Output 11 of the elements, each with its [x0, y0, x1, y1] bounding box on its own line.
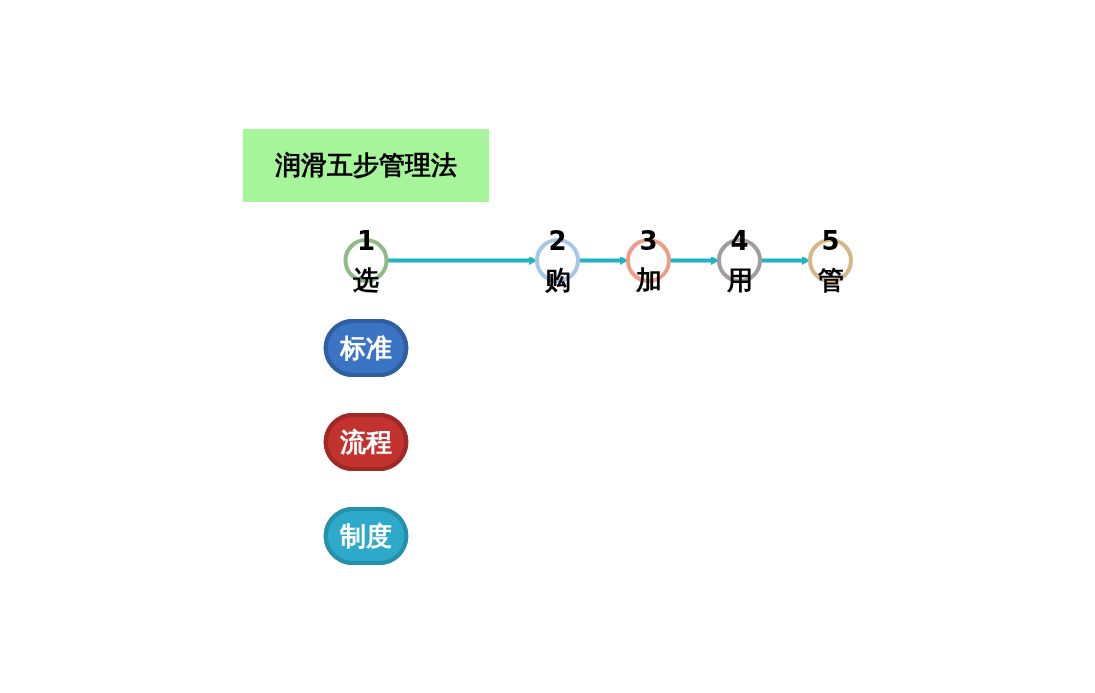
node-label: 2 — [547, 225, 567, 255]
node-box: 润滑五步管理法 — [242, 128, 489, 202]
node-label: 管 — [817, 264, 843, 294]
node-label: 4 — [729, 225, 749, 255]
node-label: 用 — [726, 264, 752, 294]
node-label: 选 — [352, 264, 379, 294]
node-label: 3 — [638, 225, 658, 255]
node-label: 1 — [356, 225, 375, 255]
node-label: 加 — [635, 264, 661, 294]
node-label: 5 — [820, 225, 840, 255]
node-label: 购 — [544, 264, 570, 294]
